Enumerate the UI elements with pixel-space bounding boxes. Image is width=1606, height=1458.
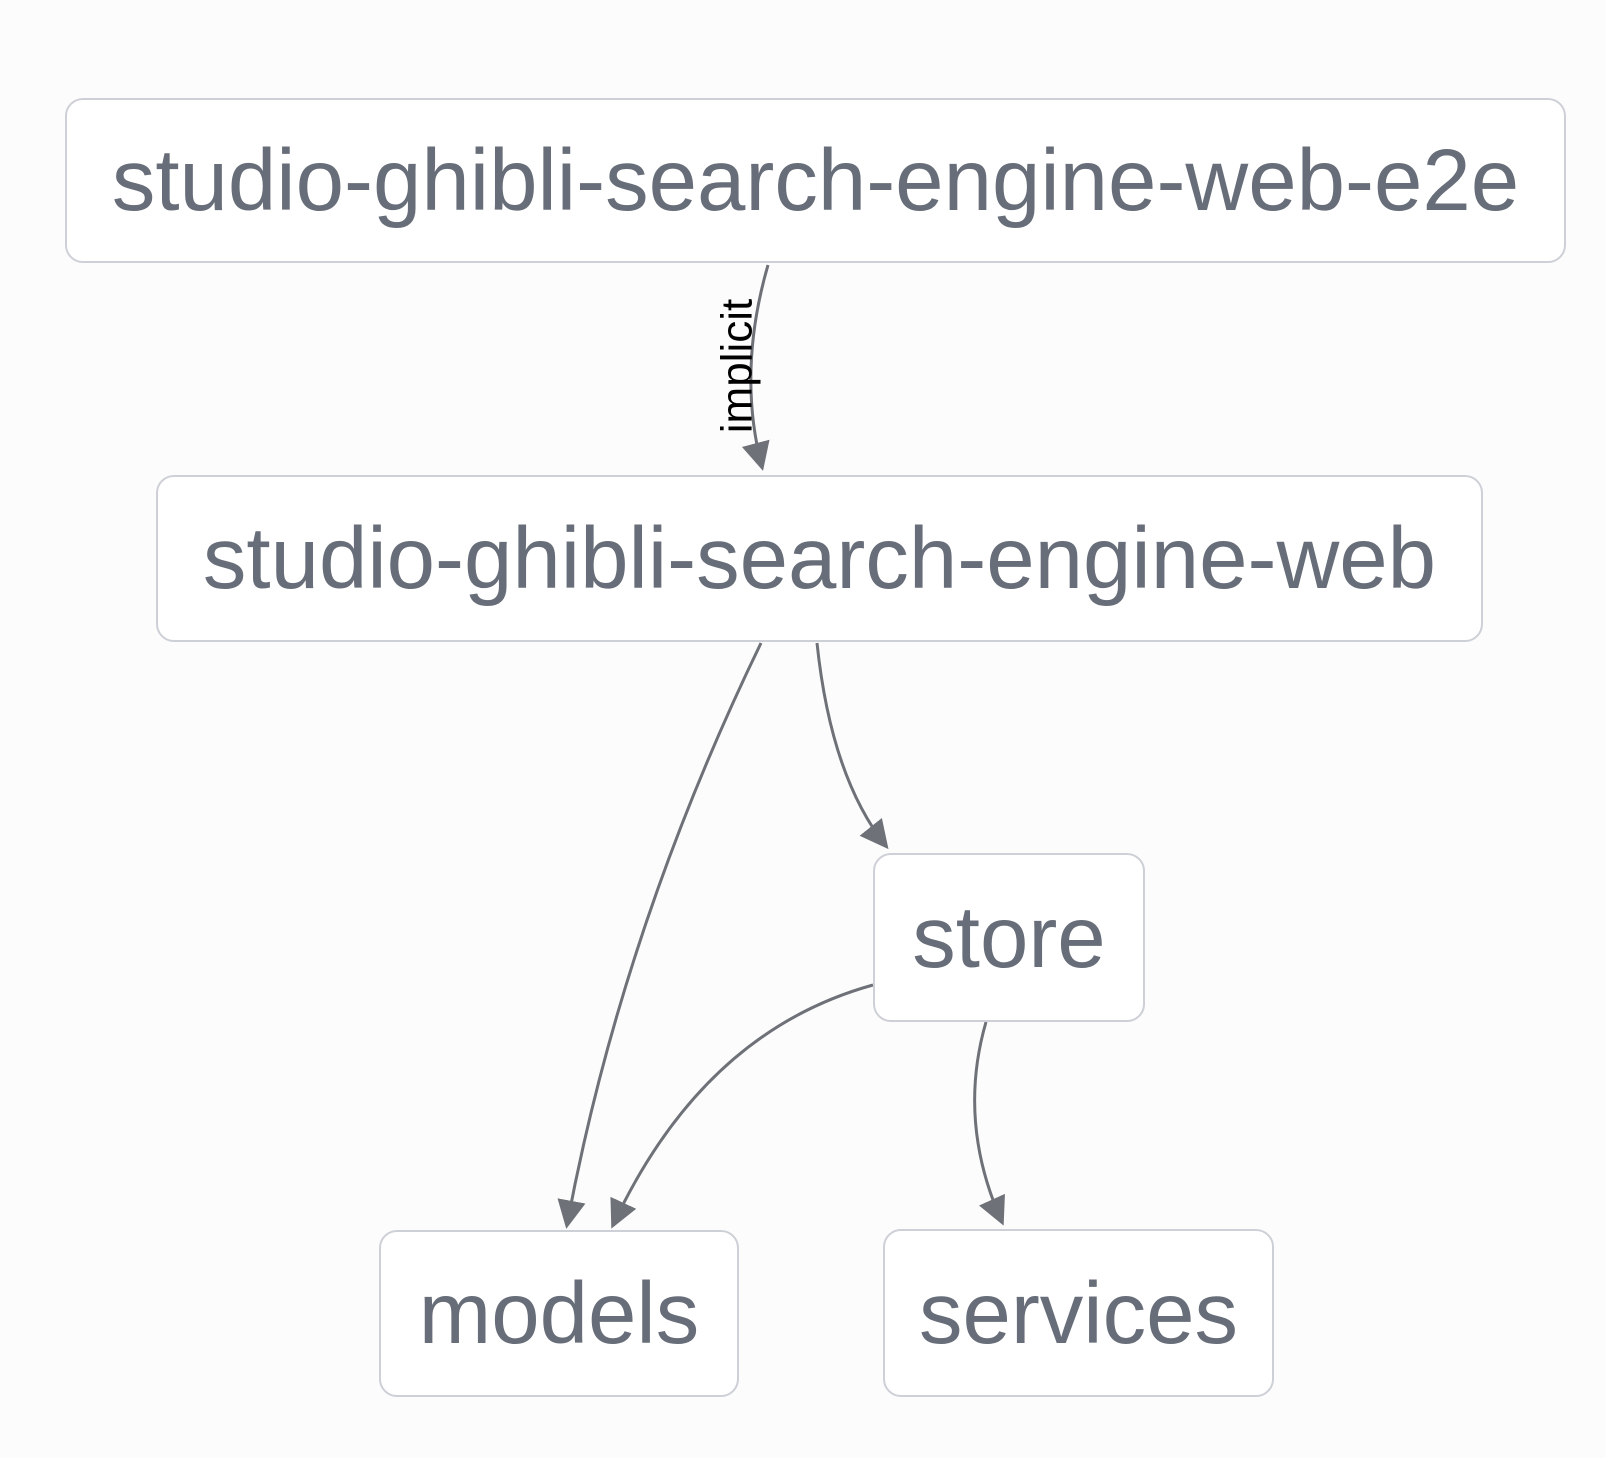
edge-store-to-services	[973, 1021, 1005, 1226]
edge-web-to-store	[815, 642, 889, 850]
node-label-models: models	[418, 1265, 700, 1362]
edge-label-implicit: implicit	[712, 299, 761, 433]
node-label-services: services	[918, 1264, 1239, 1362]
node-studio-ghibli-search-engine-web-e2e[interactable]: studio-ghibli-search-engine-web-e2e	[65, 98, 1566, 263]
node-models[interactable]: models	[379, 1230, 739, 1397]
node-store[interactable]: store	[873, 853, 1145, 1022]
edge-store-to-models	[610, 983, 874, 1229]
edge-e2e-to-web	[741, 264, 770, 471]
node-studio-ghibli-search-engine-web[interactable]: studio-ghibli-search-engine-web	[156, 475, 1483, 642]
node-label-web: studio-ghibli-search-engine-web	[202, 510, 1437, 607]
node-label-store: store	[912, 889, 1106, 986]
node-services[interactable]: services	[883, 1229, 1274, 1397]
node-label-e2e: studio-ghibli-search-engine-web-e2e	[111, 132, 1520, 229]
edge-web-to-models	[557, 642, 763, 1229]
